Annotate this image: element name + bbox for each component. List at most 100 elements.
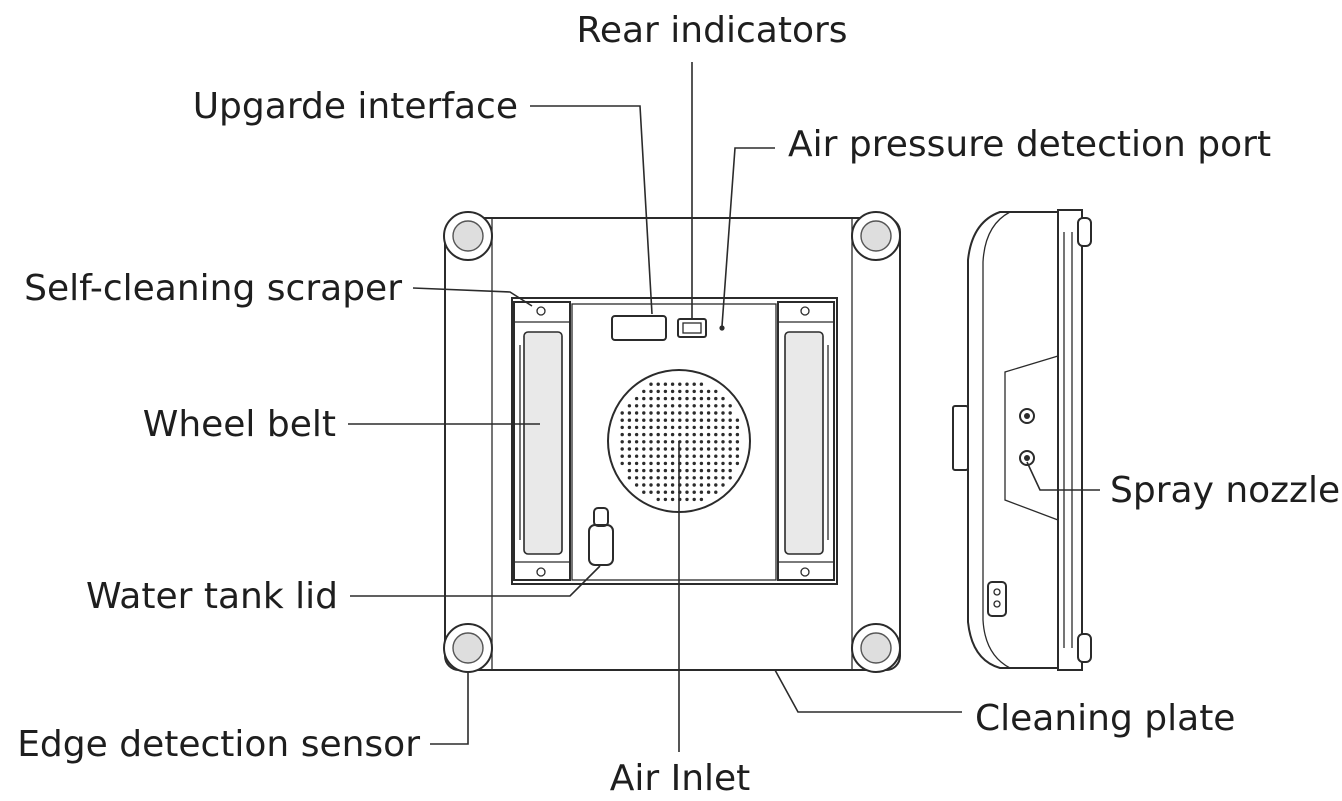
grille-hole: [627, 404, 632, 408]
grille-hole: [706, 483, 711, 487]
grille-hole: [706, 404, 711, 408]
grille-hole: [721, 411, 725, 415]
grille-hole: [735, 432, 740, 437]
side-view: [952, 209, 1092, 671]
grille-hole: [714, 389, 718, 394]
grille-hole: [692, 468, 696, 473]
corner-sensor-tl: [443, 211, 493, 261]
grille-hole: [670, 382, 675, 386]
grille-hole: [706, 425, 711, 430]
grille-hole: [656, 404, 660, 408]
grille-hole: [692, 425, 696, 430]
grille-hole: [706, 396, 711, 401]
grille-hole: [685, 418, 689, 422]
grille-hole: [642, 447, 646, 451]
grille-hole: [634, 461, 639, 466]
grille-hole: [670, 440, 675, 444]
grille-hole: [634, 483, 639, 487]
grille-hole: [649, 490, 653, 494]
inner-frame: [511, 297, 838, 585]
grille-hole: [649, 411, 653, 415]
air-inlet: [607, 369, 751, 513]
grille-hole: [642, 483, 646, 487]
grille-hole: [670, 389, 675, 394]
grille-hole: [670, 404, 675, 408]
grille-hole: [670, 490, 675, 494]
edge-detection-sensor: [443, 623, 493, 673]
grille-hole: [706, 418, 711, 422]
grille-hole: [699, 418, 704, 422]
labels: Rear indicators Upgarde interface Air pr…: [17, 10, 1340, 799]
grille-hole: [642, 389, 646, 394]
grille-hole: [634, 411, 639, 415]
grille-hole: [649, 454, 653, 458]
grille-hole: [670, 411, 675, 415]
grille-hole: [699, 404, 704, 408]
grille-hole: [714, 447, 718, 451]
grille-hole: [685, 454, 689, 458]
grille-hole: [706, 454, 711, 458]
grille-hole: [699, 432, 704, 437]
grille-hole: [670, 447, 675, 451]
grille-hole: [670, 461, 675, 466]
grille-hole: [735, 440, 740, 444]
grille-hole: [721, 418, 725, 422]
corner-sensor-tr: [851, 211, 901, 261]
grille-hole: [678, 404, 682, 408]
label-edge-detection-sensor: Edge detection sensor: [17, 724, 420, 765]
grille-hole: [678, 389, 682, 394]
grille-hole: [692, 411, 696, 415]
grille-hole: [649, 425, 653, 430]
grille-hole: [735, 418, 740, 422]
grille-hole: [656, 432, 660, 437]
grille-hole: [714, 432, 718, 437]
corner-sensor-br: [851, 623, 901, 673]
grille-hole: [634, 476, 639, 480]
grille-hole: [634, 425, 639, 430]
grille-hole: [649, 382, 653, 386]
upgrade-interface-port: [611, 315, 667, 341]
grille-hole: [627, 425, 632, 430]
grille-hole: [656, 454, 660, 458]
wheel-belt-left: [513, 301, 571, 581]
grille-hole: [642, 396, 646, 401]
grille-hole: [627, 461, 632, 466]
grille-hole: [620, 411, 624, 415]
grille-hole: [656, 447, 660, 451]
bottom-view: [443, 211, 901, 673]
grille-hole: [634, 468, 639, 473]
side-wheel-top: [1077, 217, 1092, 247]
grille-hole: [721, 447, 725, 451]
grille-hole: [692, 404, 696, 408]
grille-hole: [663, 396, 668, 401]
grille-hole: [692, 382, 696, 386]
grille-hole: [699, 476, 704, 480]
grille-hole: [721, 432, 725, 437]
grille-hole: [663, 440, 668, 444]
grille-hole: [699, 382, 704, 386]
water-tank-lid: [588, 507, 614, 566]
grille-hole: [699, 389, 704, 394]
grille-hole: [663, 454, 668, 458]
grille-hole: [620, 418, 624, 422]
grille-hole: [627, 440, 632, 444]
spray-nozzle-upper: [1019, 408, 1035, 424]
grille-hole: [642, 454, 646, 458]
grille-hole: [728, 454, 732, 458]
grille-hole: [714, 396, 718, 401]
grille-hole: [627, 476, 632, 480]
grille-hole: [728, 432, 732, 437]
grille-hole: [721, 396, 725, 401]
grille-hole: [699, 490, 704, 494]
grille-hole: [620, 461, 624, 466]
grille-hole: [699, 440, 704, 444]
grille-hole: [692, 476, 696, 480]
grille-hole: [735, 447, 740, 451]
spray-nozzle-lower: [1019, 450, 1035, 466]
center-panel: [571, 303, 777, 581]
grille-hole: [685, 440, 689, 444]
grille-hole: [714, 425, 718, 430]
grille-hole: [692, 461, 696, 466]
grille-hole: [627, 468, 632, 473]
grille-hole: [714, 476, 718, 480]
